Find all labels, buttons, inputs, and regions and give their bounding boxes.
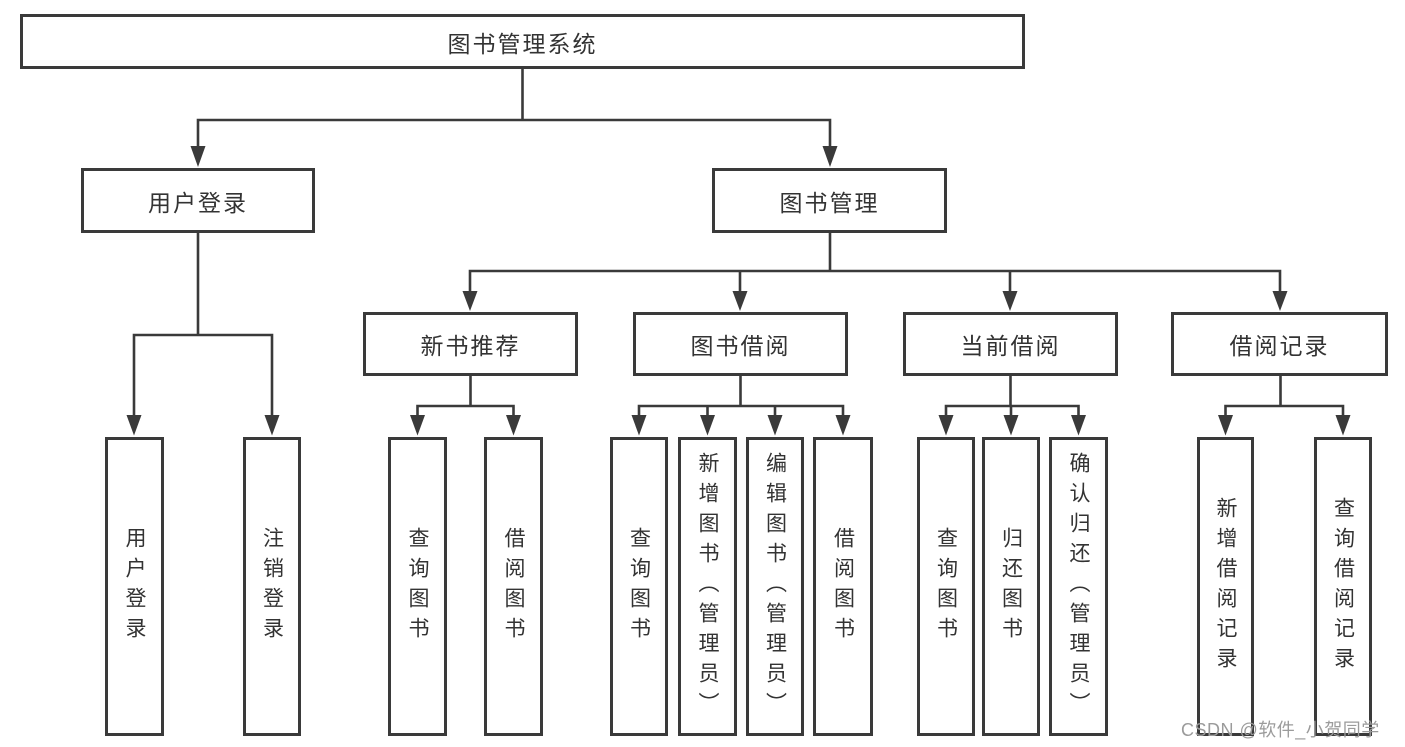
node-current-borrowing: 当前借阅 <box>903 312 1118 376</box>
node-new-book-recommendation: 新书推荐 <box>363 312 578 376</box>
node-user-login: 用户登录 <box>81 168 315 233</box>
leaf-current-return-books: 归还图书 <box>982 437 1040 736</box>
leaf-borrow-query-books: 查询图书 <box>610 437 668 736</box>
csdn-watermark: CSDN @软件_小贺同学 <box>1181 720 1380 740</box>
node-book-borrowing: 图书借阅 <box>633 312 848 376</box>
leaf-user-login: 用户登录 <box>105 437 164 736</box>
leaf-current-confirm-return-admin: 确认归还（管理员） <box>1049 437 1108 736</box>
leaf-borrow-add-books-admin: 新增图书（管理员） <box>678 437 737 736</box>
node-book-management: 图书管理 <box>712 168 947 233</box>
leaf-recommend-borrow-books: 借阅图书 <box>484 437 543 736</box>
node-library-system: 图书管理系统 <box>20 14 1025 69</box>
leaf-borrow-edit-books-admin: 编辑图书（管理员） <box>746 437 804 736</box>
leaf-records-query-record: 查询借阅记录 <box>1314 437 1372 736</box>
leaf-records-add-record: 新增借阅记录 <box>1197 437 1254 736</box>
leaf-recommend-query-books: 查询图书 <box>388 437 447 736</box>
leaf-logout: 注销登录 <box>243 437 301 736</box>
leaf-borrow-borrow-books: 借阅图书 <box>813 437 873 736</box>
leaf-current-query-books: 查询图书 <box>917 437 975 736</box>
node-borrowing-records: 借阅记录 <box>1171 312 1388 376</box>
